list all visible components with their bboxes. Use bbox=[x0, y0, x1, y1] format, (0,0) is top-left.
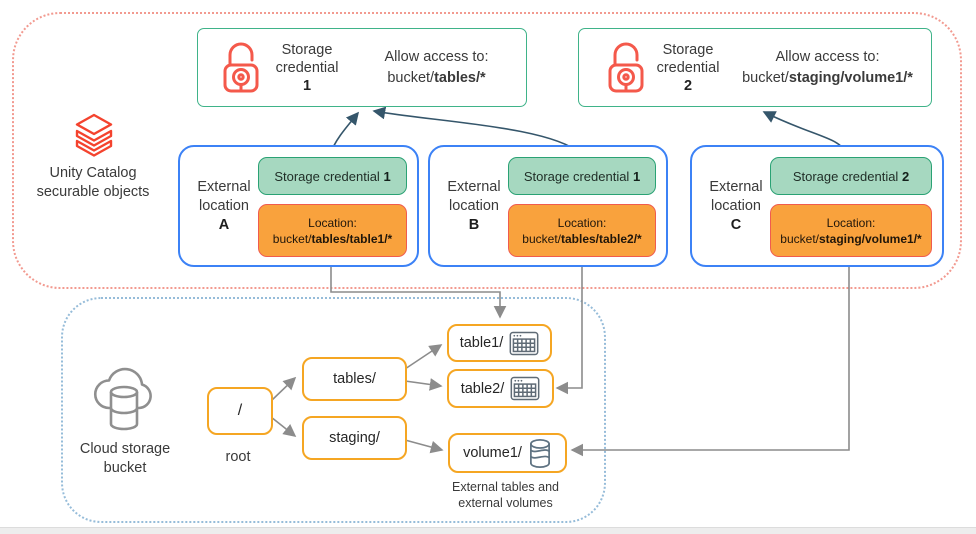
credential-chip-label: Storage credential bbox=[792, 168, 899, 184]
location-label-line2: location bbox=[449, 197, 499, 214]
credential-chip: Storage credential 1 bbox=[508, 157, 656, 195]
root-node-text: / bbox=[237, 402, 243, 419]
location-path-title: Location: bbox=[557, 215, 607, 230]
location-label-line2: location bbox=[711, 197, 761, 214]
external-location-b-box: External location B Storage credential 1… bbox=[428, 145, 668, 267]
location-label-line1: External bbox=[709, 178, 763, 195]
access-prefix: bucket/ bbox=[387, 69, 435, 86]
location-label-line1: External bbox=[447, 178, 501, 195]
location-path-chip: Location: bucket/tables/table1/* bbox=[258, 204, 407, 257]
root-node: / bbox=[207, 387, 273, 435]
cloud-storage-label: Cloud storage bucket bbox=[51, 440, 199, 478]
credential-access: Allow access to: bucket/tables/* bbox=[353, 47, 526, 89]
page-bottom-strip bbox=[0, 527, 976, 534]
credential-chip-label: Storage credential bbox=[523, 168, 630, 184]
leaf-name: volume1/ bbox=[463, 445, 522, 461]
path-bold: tables/table1/* bbox=[311, 231, 393, 246]
location-content: Storage credential 1 Location: bucket/ta… bbox=[258, 157, 407, 257]
unity-label-line2: securable objects bbox=[36, 184, 150, 200]
access-prefix: bucket/ bbox=[742, 69, 789, 86]
location-label: External location A bbox=[192, 178, 256, 235]
root-caption-text: root bbox=[225, 449, 251, 465]
folder-name: tables/ bbox=[333, 371, 376, 387]
path-prefix: bucket/ bbox=[272, 231, 312, 246]
unity-catalog-label: Unity Catalog securable objects bbox=[14, 164, 172, 202]
path-bold: tables/table2/* bbox=[561, 231, 642, 246]
storage-credential-2-box: Storage credential 2 Allow access to: bu… bbox=[578, 28, 932, 107]
folder-name: staging/ bbox=[329, 430, 380, 446]
access-path: tables/* bbox=[434, 69, 486, 86]
location-letter: B bbox=[468, 216, 480, 233]
location-path-value: bucket/tables/table2/* bbox=[522, 231, 641, 247]
credential-number: 2 bbox=[683, 77, 693, 94]
path-prefix: bucket/ bbox=[522, 231, 561, 246]
cloud-storage-icon bbox=[93, 367, 152, 431]
credential-title-line1: Storage bbox=[662, 41, 714, 58]
external-location-c-box: External location C Storage credential 2… bbox=[690, 145, 944, 267]
table-icon bbox=[509, 331, 539, 355]
access-title: Allow access to: bbox=[775, 48, 880, 65]
credential-access: Allow access to: bucket/staging/volume1/… bbox=[730, 47, 931, 89]
location-path-chip: Location: bucket/staging/volume1/* bbox=[770, 204, 932, 257]
location-letter: C bbox=[730, 216, 742, 233]
credential-chip: Storage credential 2 bbox=[770, 157, 932, 195]
access-path: staging/volume1/* bbox=[788, 69, 913, 86]
location-path-value: bucket/staging/volume1/* bbox=[780, 231, 921, 247]
lock-icon bbox=[608, 42, 644, 93]
location-label: External location B bbox=[442, 178, 506, 235]
credential-title: Storage credential 2 bbox=[646, 41, 730, 95]
leaves-caption-line1: External tables and bbox=[451, 480, 559, 494]
table1-node: table1/ bbox=[447, 324, 552, 362]
access-title: Allow access to: bbox=[384, 48, 489, 65]
staging-folder-node: staging/ bbox=[302, 416, 407, 460]
storage-credential-1-box: Storage credential 1 Allow access to: bu… bbox=[197, 28, 527, 107]
leaf-name: table1/ bbox=[459, 335, 504, 351]
volume1-node: volume1/ bbox=[448, 433, 567, 473]
lock-icon bbox=[223, 42, 259, 93]
credential-number: 1 bbox=[302, 77, 312, 94]
unity-catalog-stack-icon bbox=[75, 113, 113, 157]
credential-chip-label: Storage credential bbox=[274, 168, 380, 184]
location-path-value: bucket/tables/table1/* bbox=[273, 231, 392, 247]
location-letter: A bbox=[218, 216, 230, 233]
location-label: External location C bbox=[704, 178, 768, 235]
credential-title-line2: credential bbox=[656, 59, 720, 76]
table2-node: table2/ bbox=[447, 369, 554, 408]
location-path-title: Location: bbox=[826, 215, 876, 230]
credential-title: Storage credential 1 bbox=[261, 41, 353, 95]
external-location-a-box: External location A Storage credential 1… bbox=[178, 145, 419, 267]
leaves-caption-line2: external volumes bbox=[458, 496, 553, 510]
location-content: Storage credential 1 Location: bucket/ta… bbox=[508, 157, 656, 257]
location-content: Storage credential 2 Location: bucket/st… bbox=[770, 157, 932, 257]
credential-chip: Storage credential 1 bbox=[258, 157, 407, 195]
volume-icon bbox=[529, 438, 550, 468]
table-icon bbox=[510, 376, 540, 401]
tables-folder-node: tables/ bbox=[302, 357, 407, 401]
location-path-chip: Location: bucket/tables/table2/* bbox=[508, 204, 656, 257]
credential-title-line1: Storage bbox=[281, 41, 333, 58]
location-label-line2: location bbox=[199, 197, 249, 214]
location-label-line1: External bbox=[197, 178, 251, 195]
path-prefix: bucket/ bbox=[780, 231, 819, 246]
path-bold: staging/volume1/* bbox=[819, 231, 922, 246]
credential-chip-number: 1 bbox=[383, 168, 391, 184]
root-caption: root bbox=[207, 449, 269, 465]
location-path-title: Location: bbox=[308, 215, 357, 230]
cloud-label-line1: Cloud storage bbox=[79, 441, 171, 457]
leaf-name: table2/ bbox=[460, 380, 505, 397]
leaves-caption: External tables and external volumes bbox=[423, 479, 588, 511]
unity-label-line1: Unity Catalog bbox=[49, 165, 137, 181]
credential-chip-number: 2 bbox=[901, 168, 910, 184]
cloud-label-line2: bucket bbox=[103, 460, 147, 476]
credential-title-line2: credential bbox=[275, 59, 339, 76]
credential-chip-number: 1 bbox=[632, 168, 641, 184]
